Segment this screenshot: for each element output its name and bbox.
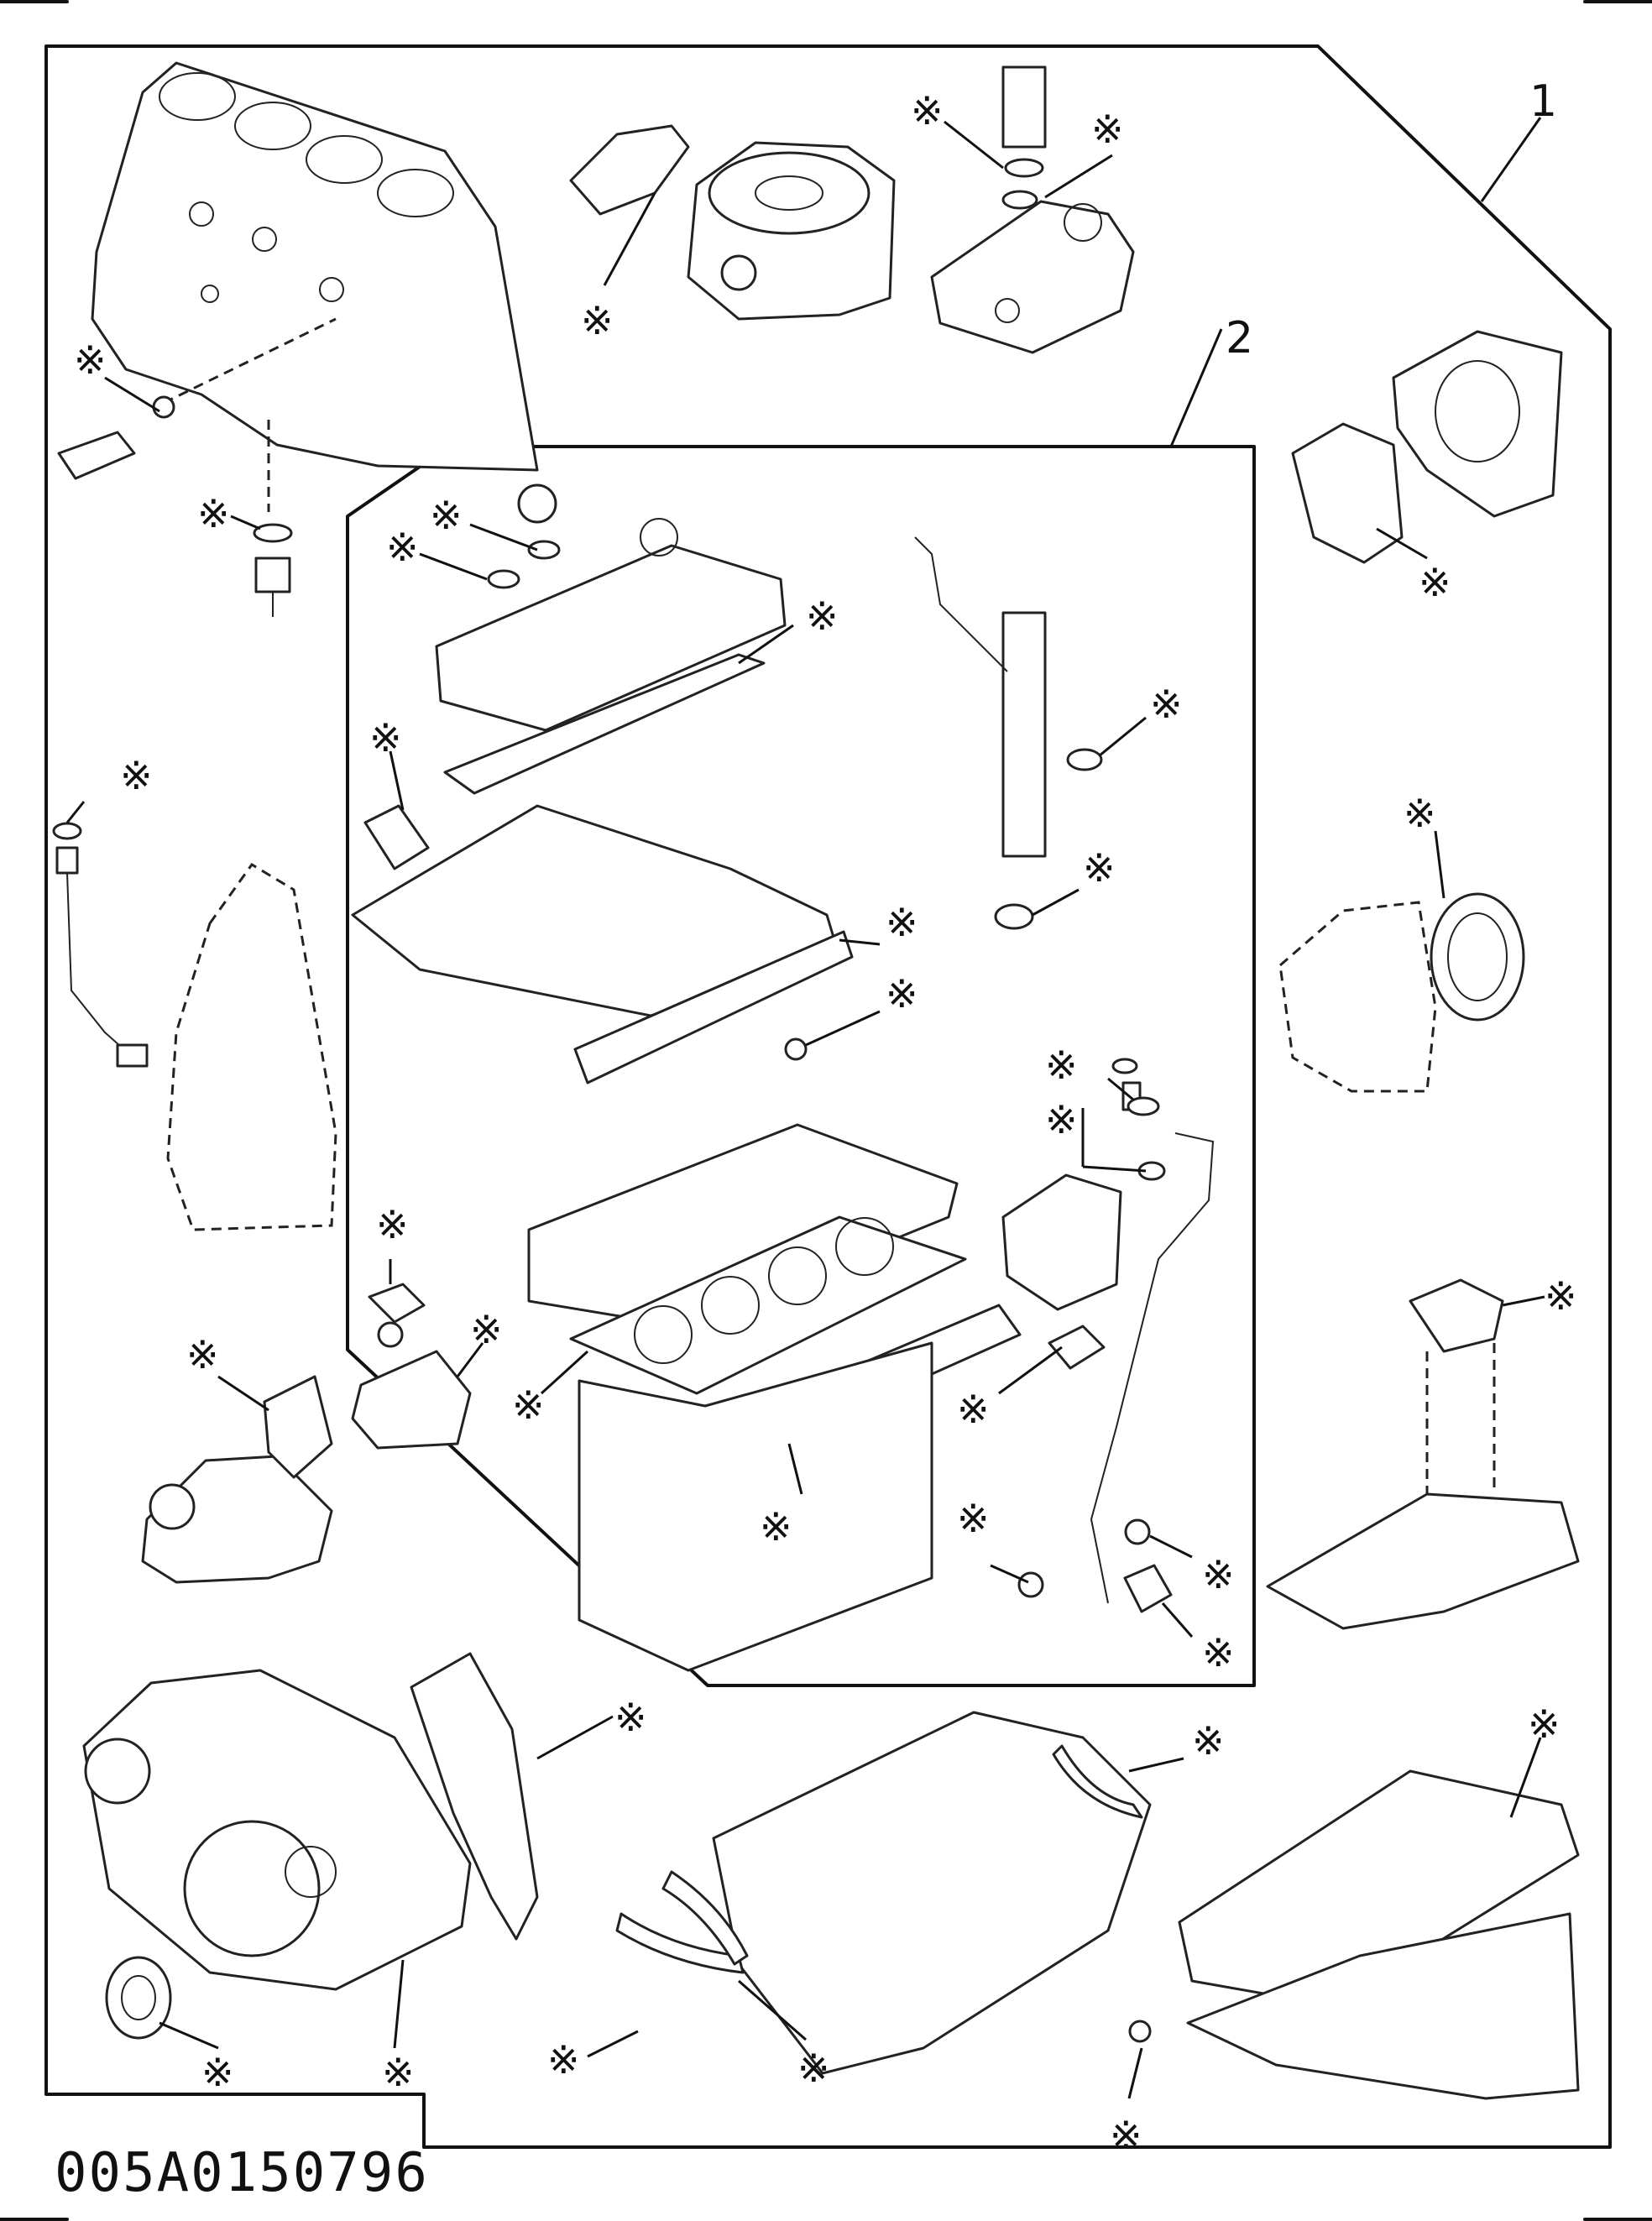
marker: ※ xyxy=(547,2037,580,2083)
callout-2-label: 2 xyxy=(1226,313,1253,363)
marker: ※ xyxy=(1091,107,1124,152)
marker: ※ xyxy=(886,900,918,945)
marker: ※ xyxy=(581,298,614,343)
oil-filter-head xyxy=(687,141,896,321)
callout-2: 2 xyxy=(1169,313,1253,447)
oil-pipe-flange xyxy=(1048,1325,1106,1370)
marker-leaders xyxy=(65,120,1545,2099)
filter-head-gasket xyxy=(569,124,690,216)
markers: ※ ※ ※ ※ ※ ※ ※ ※ ※ ※ ※ ※ ※ ※ ※ ※ ※ ※ ※ ※ … xyxy=(74,88,1577,2158)
cylinder-head-cover xyxy=(435,483,787,732)
marker: ※ xyxy=(201,2050,234,2095)
inlet-cover xyxy=(1266,1278,1580,1630)
head-cover-gasket xyxy=(443,653,766,795)
marker: ※ xyxy=(386,525,419,570)
marker: ※ xyxy=(797,2046,830,2091)
kit-2-border xyxy=(346,445,1256,1687)
rear-oil-seal xyxy=(1430,892,1525,1022)
rear-plate xyxy=(1278,901,1437,1093)
water-pump-inner xyxy=(1001,1058,1166,1311)
oil-pipe-washer xyxy=(1124,1518,1151,1545)
marker: ※ xyxy=(1202,1552,1235,1597)
marker: ※ xyxy=(1202,1630,1235,1675)
flywheel-housing xyxy=(1392,330,1563,518)
cylinder-head xyxy=(527,1037,959,1328)
thrust-washer-lower-a xyxy=(615,1912,745,1974)
oil-level-pipe xyxy=(52,822,149,1068)
oil-pipe-gasket xyxy=(1123,1564,1173,1613)
marker: ※ xyxy=(1192,1718,1225,1764)
marker: ※ xyxy=(1110,2113,1142,2158)
marker: ※ xyxy=(1404,791,1436,836)
drawing-code: 005A0150796 xyxy=(55,2142,429,2204)
oil-pipe-bolt-washer xyxy=(1017,1571,1044,1598)
marker: ※ xyxy=(760,1504,792,1549)
water-pump xyxy=(141,1375,333,1584)
marker: ※ xyxy=(1545,1273,1577,1319)
kit-1-border xyxy=(44,44,1612,2149)
oil-pan-drain-washer xyxy=(1128,2020,1152,2043)
front-oil-seal xyxy=(105,1956,172,2040)
callout-1: 1 xyxy=(1480,76,1557,202)
thrust-washer-upper xyxy=(1052,1744,1143,1819)
oil-pan-gasket xyxy=(1178,1769,1580,2008)
marker: ※ xyxy=(957,1387,990,1432)
marker: ※ xyxy=(806,593,839,639)
marker: ※ xyxy=(1045,1043,1078,1088)
marker: ※ xyxy=(74,337,107,383)
marker: ※ xyxy=(512,1382,545,1428)
thermostat-housing xyxy=(930,65,1135,354)
marker: ※ xyxy=(382,2050,415,2095)
flywheel-housing-gasket xyxy=(1291,422,1404,564)
block-dashed-outline xyxy=(166,863,337,1231)
manifold-gasket xyxy=(573,930,854,1084)
marker: ※ xyxy=(886,971,918,1016)
callout-1-label: 1 xyxy=(1529,76,1557,127)
marker: ※ xyxy=(186,1332,219,1377)
block-drain-plug xyxy=(57,395,175,480)
marker: ※ xyxy=(120,753,153,798)
oil-pan-inner xyxy=(712,1711,1152,2075)
oil-pan xyxy=(1186,1912,1580,2100)
marker: ※ xyxy=(911,88,944,133)
gear-case xyxy=(82,1669,472,1991)
marker: ※ xyxy=(614,1695,647,1740)
marker: ※ xyxy=(376,1202,409,1247)
cylinder-block xyxy=(91,61,539,512)
marker: ※ xyxy=(1150,682,1183,727)
marker: ※ xyxy=(1528,1701,1561,1747)
marker: ※ xyxy=(430,493,463,538)
marker: ※ xyxy=(1045,1097,1078,1142)
marker: ※ xyxy=(369,715,402,760)
marker: ※ xyxy=(957,1496,990,1541)
thrust-washer-lower-b xyxy=(661,1870,749,1966)
marker: ※ xyxy=(1083,845,1116,891)
head-gasket xyxy=(569,1215,967,1395)
block-bolt xyxy=(253,523,293,617)
marker: ※ xyxy=(1419,560,1451,605)
oil-pipe xyxy=(1090,1132,1215,1604)
marker: ※ xyxy=(470,1307,503,1352)
gear-case-gasket xyxy=(410,1652,539,1941)
thermostat xyxy=(351,1283,472,1450)
short-block-inner xyxy=(578,1341,933,1672)
marker: ※ xyxy=(197,491,230,536)
injector-nozzle xyxy=(914,536,1103,930)
